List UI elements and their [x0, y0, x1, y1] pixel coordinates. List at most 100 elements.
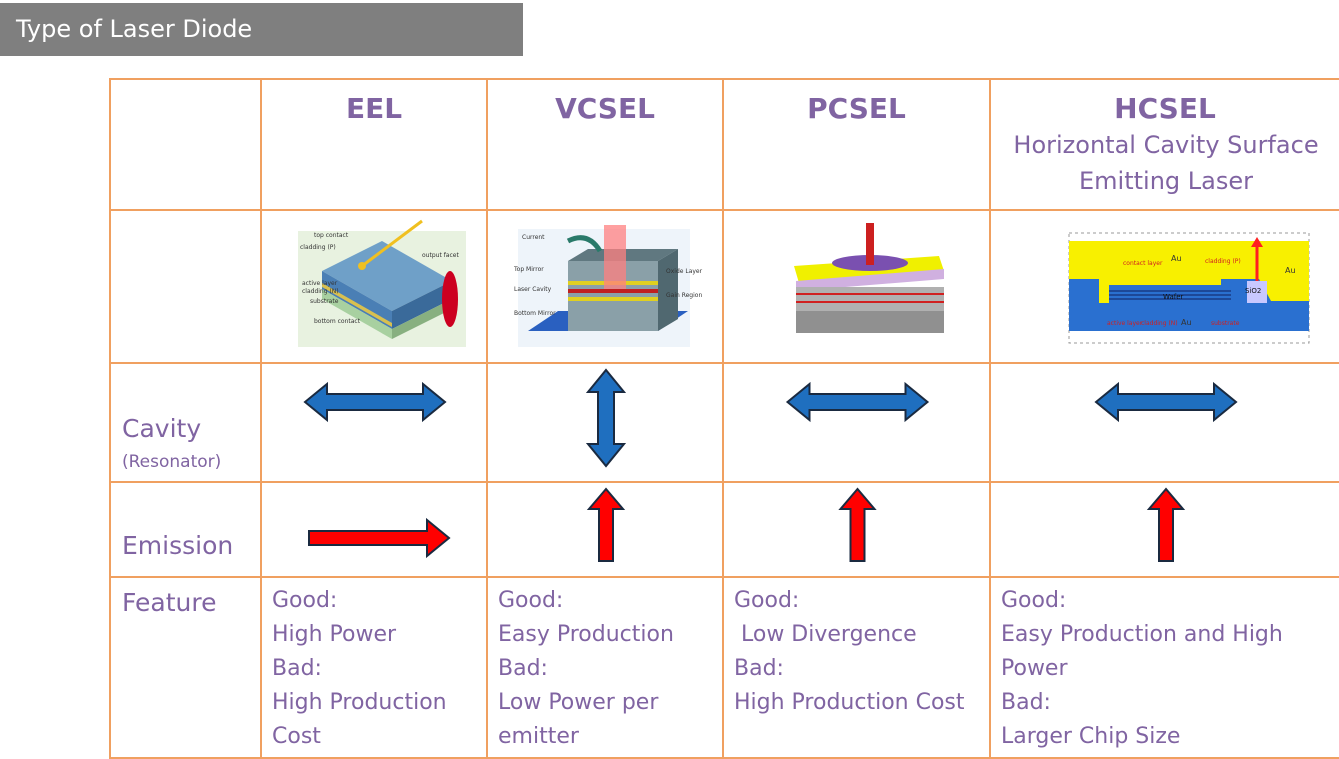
hcsel-label-substrate: substrate — [1211, 320, 1240, 327]
feature-eel-good-label: Good: — [272, 588, 338, 613]
slide-title: Type of Laser Diode — [16, 15, 253, 43]
feature-eel-bad: High Production Cost — [272, 690, 447, 749]
feature-hcsel-good-label: Good: — [1001, 588, 1067, 613]
vcsel-structure-image: Current Top Mirror Laser Cavity Bottom M… — [513, 225, 703, 347]
vcsel-label-gain: Gain Region — [666, 292, 702, 299]
feature-hcsel-bad: Larger Chip Size — [1001, 724, 1181, 749]
header-hcsel-subtitle: Horizontal Cavity Surface Emitting Laser — [1013, 131, 1319, 195]
header-hcsel: HCSEL Horizontal Cavity Surface Emitting… — [989, 78, 1339, 211]
feature-vcsel-bad: Low Power per emitter — [498, 690, 659, 749]
feature-pcsel-bad-label: Bad: — [734, 656, 784, 681]
emission-row: Emission — [109, 481, 1339, 578]
vcsel-label-top-mirror: Top Mirror — [513, 266, 544, 273]
eel-label-cladding-n: cladding (N) — [302, 288, 339, 295]
feature-pcsel-good-label: Good: — [734, 588, 800, 613]
eel-structure-image: top contact cladding (P) active layer cl… — [298, 219, 466, 347]
emission-arrow-pcsel — [838, 487, 877, 562]
feature-hcsel-bad-label: Bad: — [1001, 690, 1051, 715]
cavity-eel-cell — [260, 362, 488, 483]
cavity-arrow-eel — [303, 381, 447, 423]
cavity-arrow-shape — [303, 381, 447, 423]
emission-arrow-hcsel — [1146, 487, 1186, 562]
cavity-arrow-hcsel — [1094, 381, 1238, 423]
pcsel-structure-image — [794, 223, 944, 333]
eel-label-facet: output facet — [422, 252, 459, 259]
emission-vcsel-cell — [486, 481, 724, 578]
feature-pcsel-good: Low Divergence — [734, 622, 917, 647]
cavity-arrow-shape — [585, 368, 627, 468]
eel-label-substrate: substrate — [310, 298, 339, 305]
hcsel-label-contact: contact layer — [1123, 260, 1163, 267]
hcsel-structure-image: contact layer Au cladding (P) Wafer SiO2… — [1068, 232, 1310, 344]
emission-arrow-eel — [308, 517, 451, 559]
feature-vcsel-good: Easy Production — [498, 622, 674, 647]
header-eel-name: EEL — [345, 92, 403, 125]
eel-label-bottom: bottom contact — [314, 318, 361, 325]
cavity-label-cell: Cavity (Resonator) — [109, 362, 262, 483]
hcsel-label-cladding-n: cladding (N) — [1141, 320, 1178, 327]
hcsel-label-au-top: Au — [1171, 254, 1182, 263]
feature-vcsel-good-label: Good: — [498, 588, 564, 613]
cavity-hcsel-cell — [989, 362, 1339, 483]
feature-pcsel-bad: High Production Cost — [734, 690, 965, 715]
diagram-row-label — [109, 209, 262, 364]
feature-eel-good: High Power — [272, 622, 397, 647]
cavity-arrow-shape — [785, 381, 930, 423]
header-hcsel-name: HCSEL — [1114, 92, 1216, 125]
cavity-sublabel: (Resonator) — [122, 452, 222, 472]
eel-label-active: active layer — [302, 280, 338, 287]
cavity-vcsel-cell — [486, 362, 724, 483]
hcsel-label-wafer: Wafer — [1163, 293, 1184, 301]
corner-cell — [109, 78, 262, 211]
header-vcsel-name: VCSEL — [555, 92, 655, 125]
cavity-row: Cavity (Resonator) — [109, 362, 1339, 483]
feature-label: Feature — [122, 588, 217, 617]
header-pcsel-name: PCSEL — [807, 92, 906, 125]
header-vcsel: VCSEL — [486, 78, 724, 211]
hcsel-label-au-bottom: Au — [1181, 318, 1192, 327]
emission-arrow-vcsel — [586, 487, 626, 562]
emission-arrow-shape — [586, 487, 626, 562]
cavity-pcsel-cell — [722, 362, 991, 483]
hcsel-label-cladding-p: cladding (P) — [1205, 258, 1241, 265]
eel-label-cladding-p: cladding (P) — [300, 244, 336, 251]
diagram-row: top contact cladding (P) active layer cl… — [109, 209, 1339, 364]
emission-label: Emission — [122, 531, 234, 560]
eel-label-top-contact: top contact — [314, 232, 349, 239]
hcsel-label-au-right: Au — [1285, 266, 1296, 275]
emission-eel-cell — [260, 481, 488, 578]
laser-comparison-table: EEL VCSEL PCSEL HCSEL Horizontal Cavity … — [109, 78, 1339, 759]
feature-eel-bad-label: Bad: — [272, 656, 322, 681]
feature-hcsel-good: Easy Production and High Power — [1001, 622, 1283, 681]
emission-label-cell: Emission — [109, 481, 262, 578]
emission-arrow-shape — [1146, 487, 1186, 562]
cavity-arrow-pcsel — [785, 381, 930, 423]
header-eel: EEL — [260, 78, 488, 211]
emission-pcsel-cell — [722, 481, 991, 578]
emission-hcsel-cell — [989, 481, 1339, 578]
cavity-arrow-shape — [1094, 381, 1238, 423]
vcsel-label-bottom-mirror: Bottom Mirror — [514, 310, 556, 317]
header-pcsel: PCSEL — [722, 78, 991, 211]
feature-label-cell: Feature — [109, 576, 262, 759]
hcsel-diagram-cell: contact layer Au cladding (P) Wafer SiO2… — [989, 209, 1339, 364]
feature-vcsel-bad-label: Bad: — [498, 656, 548, 681]
hcsel-label-sio2: SiO2 — [1245, 287, 1261, 295]
cavity-arrow-vcsel — [585, 368, 627, 468]
emission-arrow-shape — [308, 517, 451, 559]
pcsel-diagram-cell — [722, 209, 991, 364]
title-bar: Type of Laser Diode — [0, 3, 523, 56]
vcsel-label-cavity: Laser Cavity — [514, 286, 552, 293]
vcsel-label-current: Current — [522, 234, 545, 241]
vcsel-label-oxide: Oxide Layer — [666, 268, 703, 275]
hcsel-label-active: active layer — [1107, 320, 1143, 327]
header-row: EEL VCSEL PCSEL HCSEL Horizontal Cavity … — [109, 78, 1339, 211]
eel-diagram-cell: top contact cladding (P) active layer cl… — [260, 209, 488, 364]
cavity-label: Cavity — [122, 414, 202, 443]
vcsel-diagram-cell: Current Top Mirror Laser Cavity Bottom M… — [486, 209, 724, 364]
